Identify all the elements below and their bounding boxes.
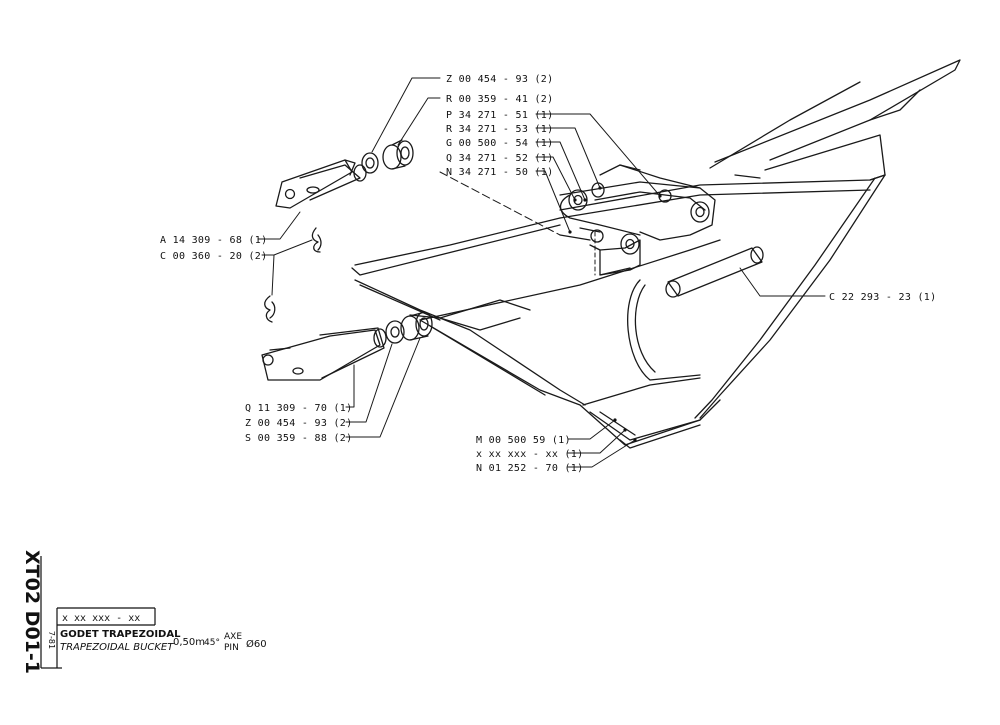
axe-label: AXE <box>224 632 242 642</box>
label-x-xx-xxx-xx: x xx xxx - xx (1) <box>476 449 583 460</box>
pin-label: PIN <box>224 643 239 653</box>
label-s-00-359-88: S 00 359 - 88 (2) <box>245 433 352 444</box>
drawing-date: 7-81 <box>47 631 56 649</box>
title-block: XT02 D01-1 7-81 x xx xxx - xx GODET TRAP… <box>21 550 267 674</box>
label-z-00-454-93-top: Z 00 454 - 93 (2) <box>446 74 553 85</box>
label-r-00-359-41: R 00 359 - 41 (2) <box>446 94 553 105</box>
bottom-pin-assembly <box>261 311 433 381</box>
label-z-00-454-93-bottom: Z 00 454 - 93 (2) <box>245 418 352 429</box>
label-a-14-309-68: A 14 309 - 68 (1) <box>160 235 267 246</box>
label-c-22-293-23: C 22 293 - 23 (1) <box>829 292 936 303</box>
label-q-34-271-52: Q 34 271 - 52 (1) <box>446 153 553 164</box>
hinge-bosses <box>568 182 710 255</box>
top-pin-assembly <box>275 139 414 209</box>
title-english: TRAPEZOIDAL BUCKET <box>60 642 174 653</box>
bucket-capacity: 0,50m <box>173 637 205 648</box>
reference-code: x xx xxx - xx <box>62 613 140 624</box>
title-french: GODET TRAPEZOIDAL <box>60 629 181 640</box>
part-labels: Z 00 454 - 93 (2) R 00 359 - 41 (2) P 34… <box>160 74 936 474</box>
label-m-00-500-59: M 00 500 59 (1) <box>476 435 571 446</box>
label-n-34-271-50: N 34 271 - 50 (1) <box>446 167 553 178</box>
label-g-00-500-54: G 00 500 - 54 (1) <box>446 138 553 149</box>
label-q-11-309-70: Q 11 309 - 70 (1) <box>245 403 352 414</box>
pin-diameter: Ø60 <box>246 638 267 650</box>
pin-axis-dashed <box>439 171 561 236</box>
drawing-number: XT02 D01-1 <box>21 550 43 674</box>
leader-lines <box>257 77 826 468</box>
leader-dots <box>568 186 662 442</box>
label-r-34-271-53: R 34 271 - 53 (1) <box>446 124 553 135</box>
loose-pin <box>665 246 764 298</box>
linch-pin-clips <box>264 227 322 323</box>
label-n-01-252-70: N 01 252 - 70 (1) <box>476 463 583 474</box>
label-p-34-271-51: P 34 271 - 51 (1) <box>446 110 553 121</box>
bucket-angle: 45° <box>204 638 220 648</box>
hinge-brackets <box>559 164 716 276</box>
bucket-body <box>351 59 961 449</box>
label-c-00-360-20: C 00 360 - 20 (2) <box>160 251 267 262</box>
